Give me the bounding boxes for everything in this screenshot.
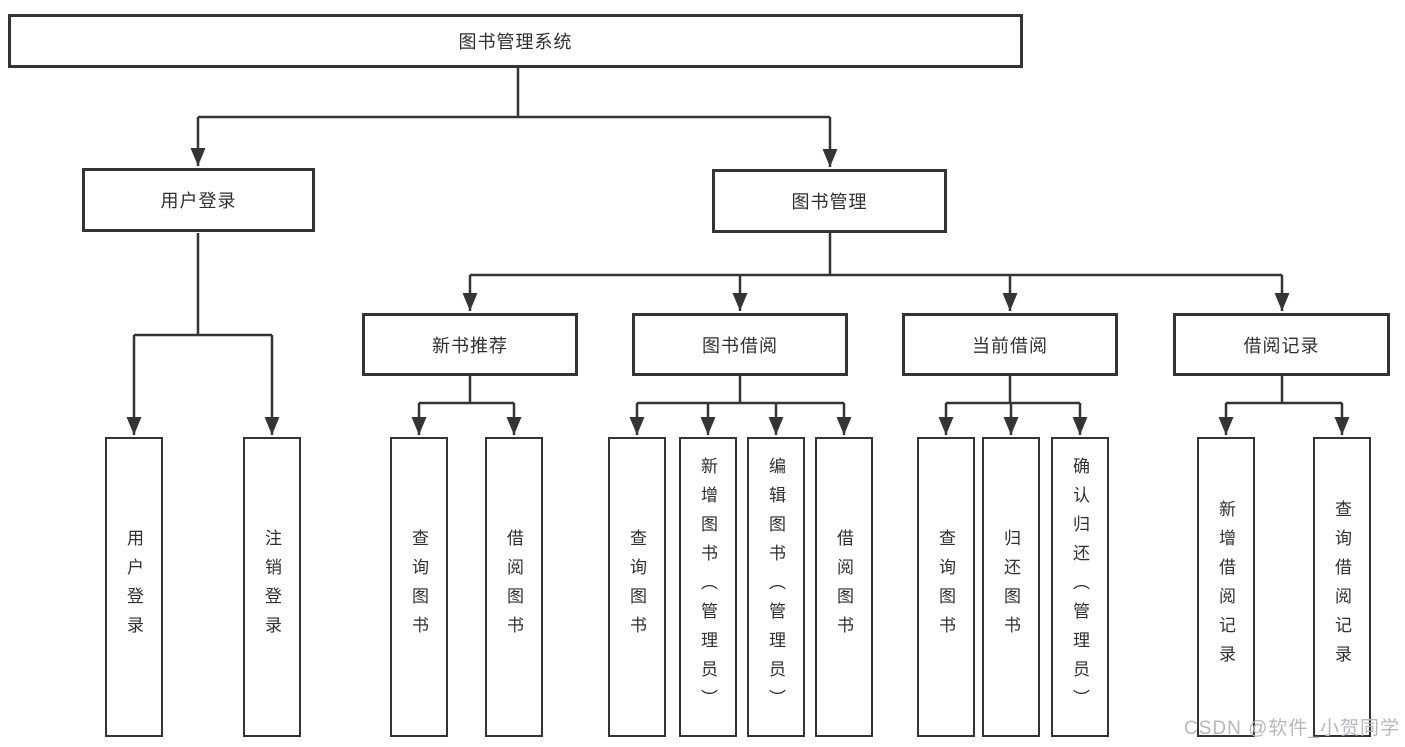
leaf-borrow-books-recommend: 借阅图书 [485, 437, 543, 737]
wire-management-to-level3 [462, 233, 1290, 311]
leaf-borrow-books-borrowing: 借阅图书 [815, 437, 873, 737]
leaf-query-books-borrowing: 查询图书 [608, 437, 666, 737]
leaf-logout: 注销登录 [243, 437, 301, 737]
leaf-confirm-return-admin: 确认归还（管理员） [1051, 437, 1109, 737]
wire-root-to-level2 [190, 68, 838, 167]
wire-current-to-leaves [938, 376, 1088, 435]
wire-newbook-to-leaves [411, 376, 522, 435]
leaf-query-books-current: 查询图书 [917, 437, 975, 737]
leaf-query-borrow-record: 查询借阅记录 [1313, 437, 1371, 737]
wire-borrowing-to-leaves [629, 376, 852, 435]
node-library-management-system: 图书管理系统 [8, 14, 1023, 68]
leaf-return-book: 归还图书 [982, 437, 1040, 737]
node-book-management: 图书管理 [712, 169, 947, 233]
node-book-borrowing: 图书借阅 [632, 313, 848, 376]
leaf-query-books-recommend: 查询图书 [390, 437, 448, 737]
node-current-borrowing: 当前借阅 [902, 313, 1118, 376]
leaf-add-borrow-record: 新增借阅记录 [1197, 437, 1255, 737]
node-new-book-recommend: 新书推荐 [362, 313, 578, 376]
leaf-add-book-admin: 新增图书（管理员） [679, 437, 737, 737]
leaf-edit-book-admin: 编辑图书（管理员） [747, 437, 805, 737]
csdn-watermark: CSDN @软件_小贺同学 [1184, 718, 1400, 739]
node-borrow-records: 借阅记录 [1173, 313, 1390, 376]
node-user-login: 用户登录 [82, 168, 315, 232]
wire-login-to-leaves [126, 233, 280, 435]
wire-records-to-leaves [1218, 376, 1350, 435]
leaf-user-login: 用户登录 [105, 437, 163, 737]
